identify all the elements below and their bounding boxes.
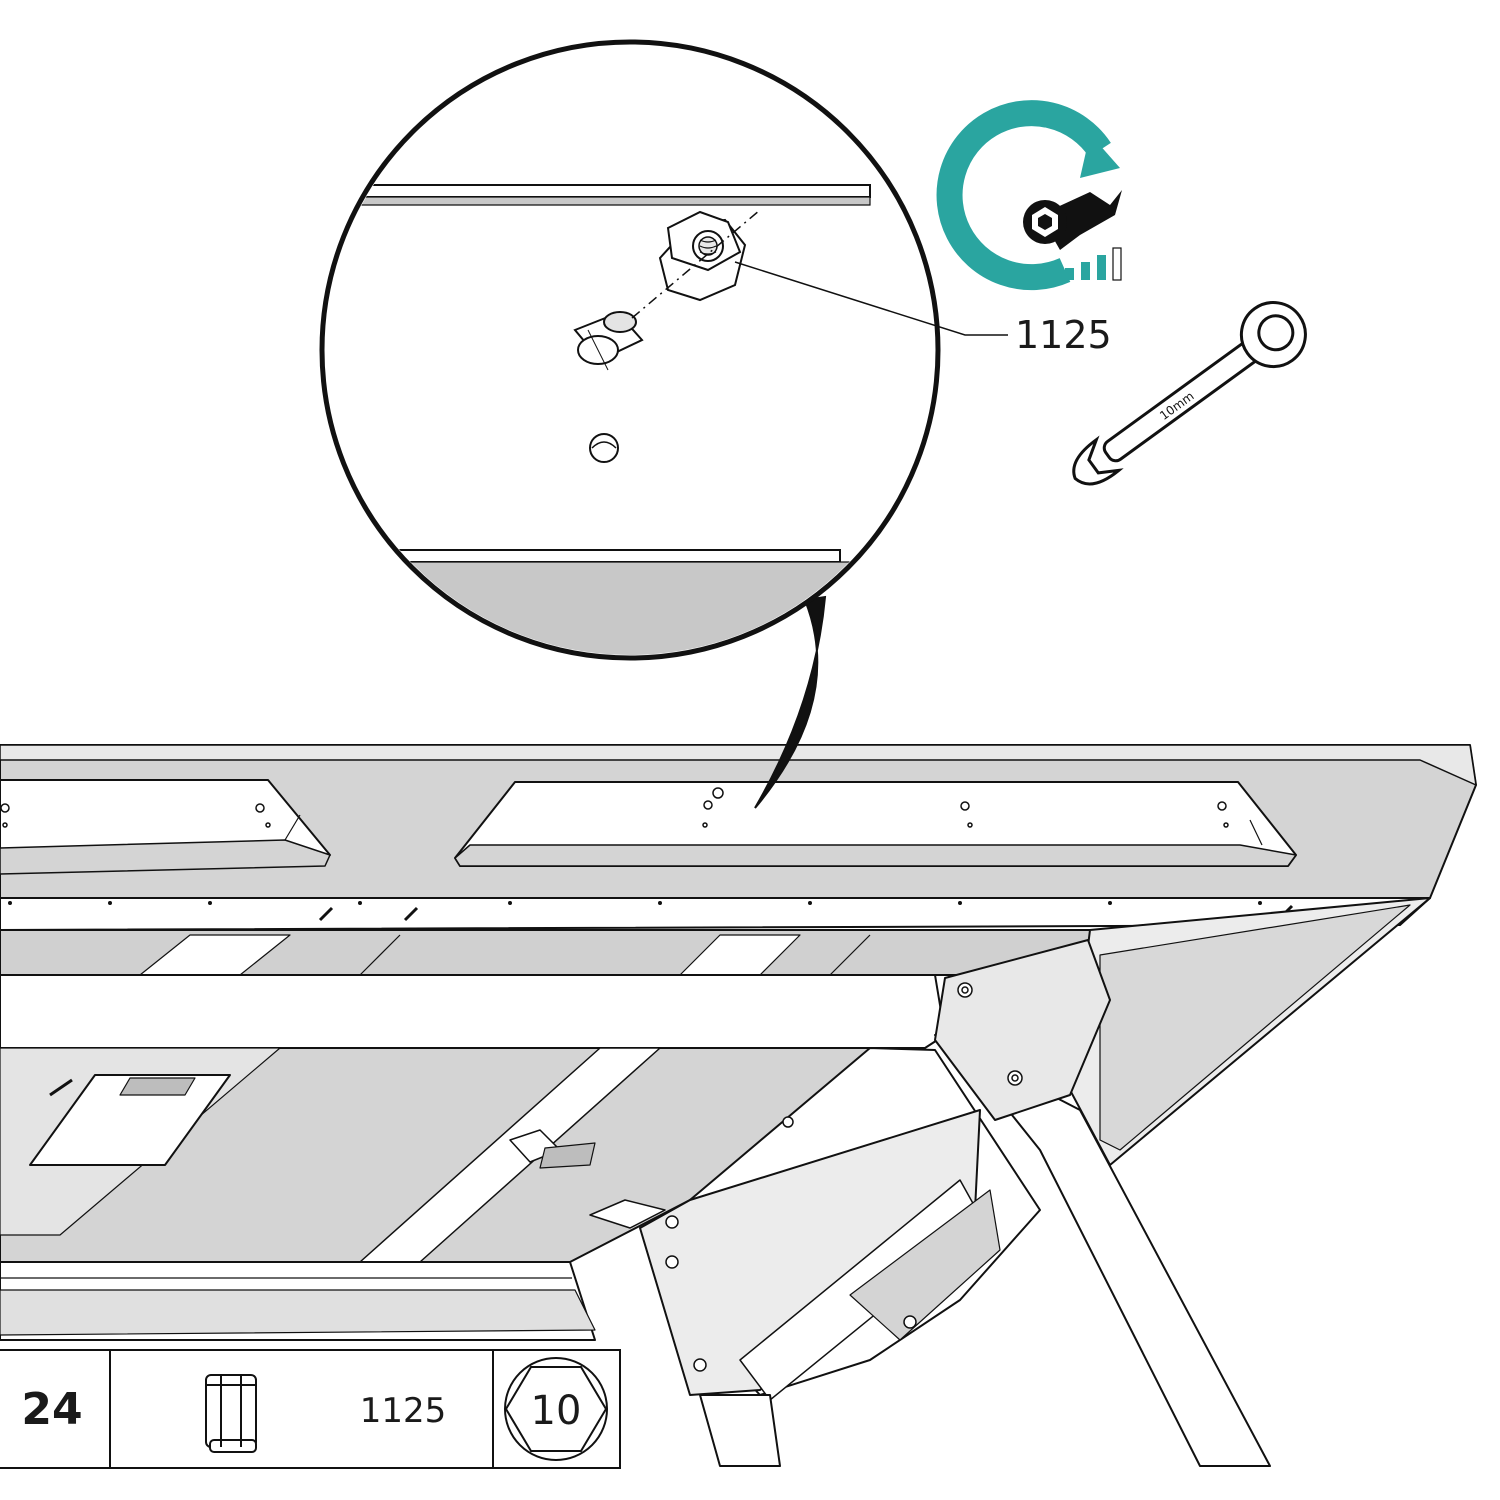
detail-magnifier: 1125 [319,39,1112,661]
part-callout-label: 1125 [1015,313,1112,357]
socket-size-icon [504,1357,608,1461]
cross-beam [0,974,946,1049]
rivet-nut [573,311,644,371]
table-assembly [0,744,1477,1467]
part-callout-line [734,261,1008,336]
cutout [29,1074,231,1166]
mounting-hole [589,433,619,463]
parts-table: 24 1125 10 [0,1349,621,1469]
flange-nut-icon [205,1374,257,1453]
socket-size-label: 10 [531,1388,582,1434]
combination-wrench-icon: 10mm [1072,301,1307,486]
front-frame-rail [0,897,1431,931]
torque-level-bars [1050,247,1122,281]
wrench-glyph [1023,190,1122,250]
flange-nut [658,210,747,302]
leg-bracket [934,939,1111,1121]
torque-wrench-icon [936,100,1122,291]
parts-code: 1125 [360,1391,447,1431]
parts-quantity: 24 [21,1384,82,1435]
detail-leader [754,595,827,809]
